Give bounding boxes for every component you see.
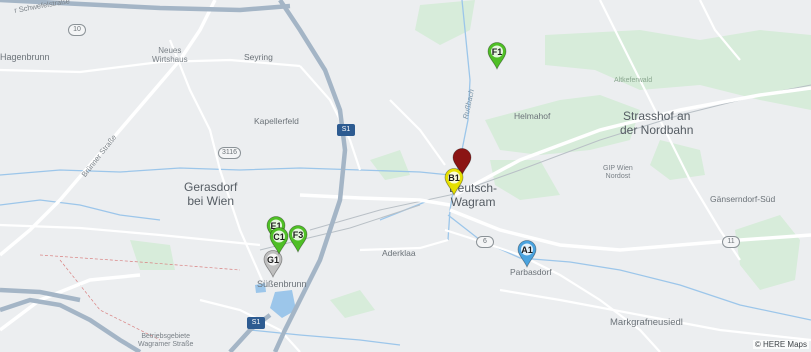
label-strasshof: Strasshof an der Nordbahn — [620, 109, 694, 137]
label-parbasdorf: Parbasdorf — [510, 267, 552, 277]
label-markgrafneusiedl: Markgrafneusiedl — [610, 317, 683, 328]
map-pin-icon — [487, 42, 507, 70]
map-marker[interactable]: A1 — [517, 240, 537, 268]
road-shield-10: 10 — [68, 24, 86, 36]
label-deutsch-wagram: Deutsch- Wagram — [449, 181, 498, 209]
road-shield-11: 11 — [722, 236, 740, 248]
map-marker-label: G1 — [266, 255, 279, 265]
map-pin-icon — [288, 225, 308, 253]
map-pin-icon — [263, 250, 283, 278]
road-shield-s1-bottom: S1 — [247, 317, 265, 329]
main-roads — [0, 0, 811, 332]
map-marker[interactable]: F3 — [288, 225, 308, 253]
road-shield-6: 6 — [476, 236, 494, 248]
label-hagenbrunn: Hagenbrunn — [0, 52, 50, 62]
label-helmahof: Helmahof — [514, 111, 551, 121]
map-marker[interactable]: B1 — [444, 168, 464, 196]
map-marker[interactable] — [452, 148, 472, 176]
map-pin-icon — [269, 227, 289, 255]
map-pin-icon — [444, 168, 464, 196]
label-kapellerfeld: Kapellerfeld — [254, 116, 299, 126]
map-pin-icon — [517, 240, 537, 268]
road-shield-3116: 3116 — [218, 147, 242, 159]
label-gerasdorf: Gerasdorf bei Wien — [184, 180, 238, 208]
label-seyring: Seyring — [244, 52, 273, 62]
map-marker-label: F1 — [491, 47, 503, 57]
map-marker-label: A1 — [521, 245, 533, 255]
map-marker-label: B1 — [448, 173, 460, 183]
map-marker[interactable]: F1 — [487, 42, 507, 70]
border-line-2 — [59, 259, 161, 341]
map-marker-label: C1 — [273, 232, 285, 242]
pond — [270, 290, 296, 318]
map-marker-label: E1 — [270, 221, 282, 231]
map-pin-icon — [452, 148, 472, 176]
map-marker-label: F3 — [292, 230, 304, 240]
label-neues-wirtshaus: Neues Wirtshaus — [152, 46, 188, 65]
label-suessenbrunn: Süßenbrunn — [257, 279, 307, 289]
border-line — [39, 254, 241, 271]
label-gip-wien-nordost: GIP Wien Nordost — [603, 165, 633, 181]
label-altkeferwald: Altkeferwald — [614, 77, 653, 84]
highways — [0, 0, 348, 352]
label-betriebsgebiete: Betriebsgebiete Wagramer Straße — [138, 333, 194, 349]
label-aderklaa: Aderklaa — [382, 248, 416, 258]
road-shield-s1-top: S1 — [337, 124, 355, 136]
map-attribution[interactable]: © HERE Maps — [752, 340, 809, 349]
label-gaenserndorf-sued: Gänserndorf-Süd — [710, 194, 776, 204]
pond-small — [255, 283, 266, 293]
map-marker[interactable]: C1 — [269, 227, 289, 255]
map-marker[interactable]: G1 — [263, 250, 283, 278]
